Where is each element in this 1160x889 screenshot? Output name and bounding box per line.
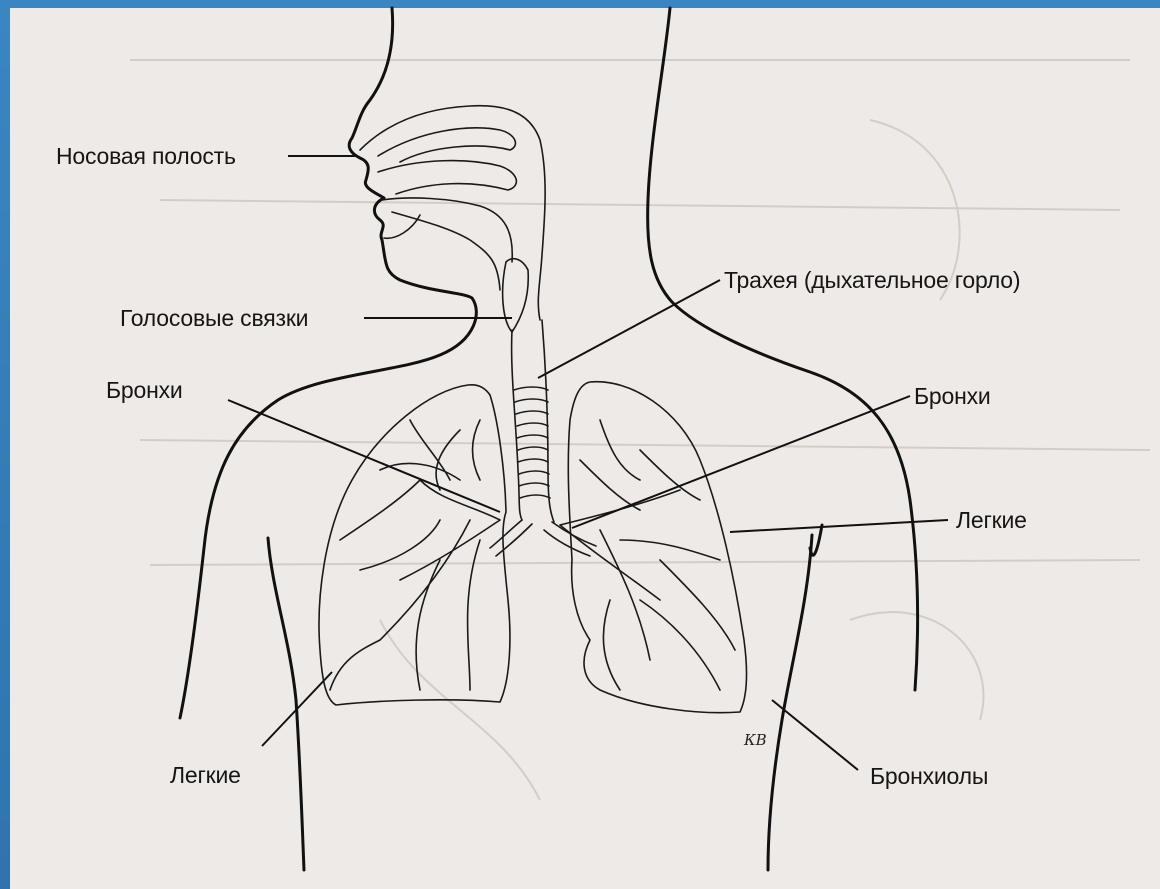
body-outline <box>180 8 918 870</box>
label-nasal-cavity: Носовая полость <box>56 143 236 169</box>
lung-right-shape <box>560 382 747 713</box>
leader-bronchioles <box>772 700 858 770</box>
leader-bronchi-right <box>572 396 910 528</box>
artist-signature: КВ <box>743 731 767 749</box>
label-lungs-left: Легкие <box>170 762 241 788</box>
nasal-cavity-shape <box>360 106 545 332</box>
paper-bleed-through <box>130 60 1150 800</box>
label-bronchi-right: Бронхи <box>914 383 991 409</box>
label-vocal-cords: Голосовые связки <box>120 305 308 331</box>
leader-trachea <box>538 280 720 378</box>
lung-left-shape <box>319 385 510 705</box>
leader-lungs-right <box>730 520 948 532</box>
leader-bronchi-left <box>228 400 500 512</box>
label-bronchi-left: Бронхи <box>106 377 183 403</box>
trachea-shape <box>512 320 554 522</box>
label-trachea: Трахея (дыхательное горло) <box>724 267 1020 293</box>
label-lungs-right: Легкие <box>956 507 1027 533</box>
label-bronchioles: Бронхиолы <box>870 763 988 789</box>
